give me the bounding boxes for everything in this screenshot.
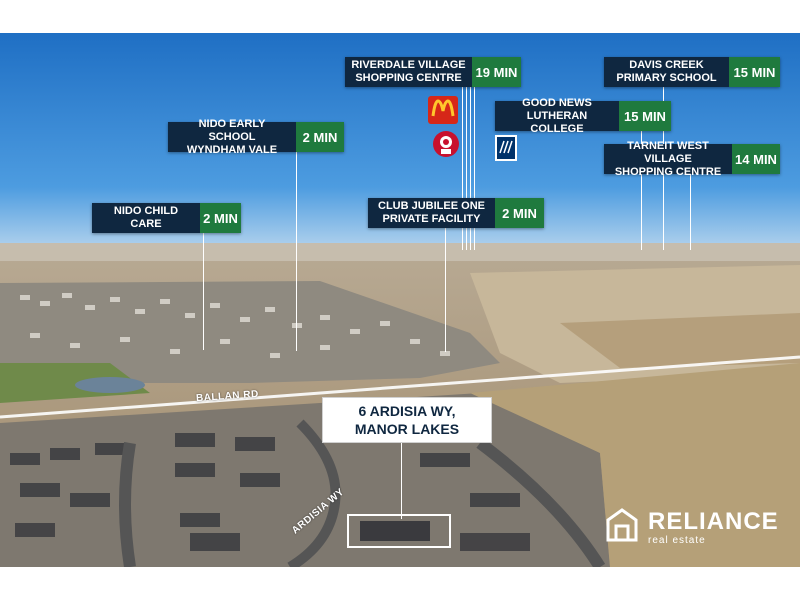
pin-riverdale-2: [466, 86, 467, 250]
pin-jubilee: [445, 227, 446, 352]
address-line2: MANOR LAKES: [354, 421, 460, 437]
label-nido-child-time: 2 MIN: [200, 203, 241, 233]
aldi-icon: [495, 135, 517, 161]
address-line1: 6 ARDISIA WY,: [358, 403, 456, 419]
pin-riverdale-1: [462, 86, 463, 250]
pin-tarneit: [690, 174, 691, 250]
pin-goodnews: [641, 130, 642, 250]
brand-name: RELIANCE: [648, 508, 779, 535]
reliance-logo-icon: [606, 508, 638, 542]
reliance-brand: RELIANCE real estate: [648, 508, 779, 547]
label-nido-child: NIDO CHILD CARE 2 MIN: [92, 203, 241, 233]
label-goodnews-time: 15 MIN: [619, 101, 671, 131]
pin-riverdale-4: [474, 86, 475, 250]
pin-address: [401, 441, 402, 519]
aerial-photo: [0, 33, 800, 567]
label-nido-child-name: NIDO CHILD CARE: [92, 203, 200, 233]
label-tarneit-time: 14 MIN: [732, 144, 780, 174]
pin-nido-early: [296, 151, 297, 351]
label-nido-early-time: 2 MIN: [296, 122, 344, 152]
kfc-icon: [433, 131, 459, 157]
label-davis-time: 15 MIN: [729, 57, 780, 87]
pin-riverdale-3: [470, 86, 471, 250]
brand-tagline: real estate: [648, 535, 706, 546]
mcdonalds-icon: [428, 96, 458, 124]
label-jubilee-time: 2 MIN: [495, 198, 544, 228]
label-riverdale-time: 19 MIN: [472, 57, 521, 87]
address-label: 6 ARDISIA WY, MANOR LAKES: [322, 397, 492, 443]
pin-nido-child: [203, 232, 204, 350]
